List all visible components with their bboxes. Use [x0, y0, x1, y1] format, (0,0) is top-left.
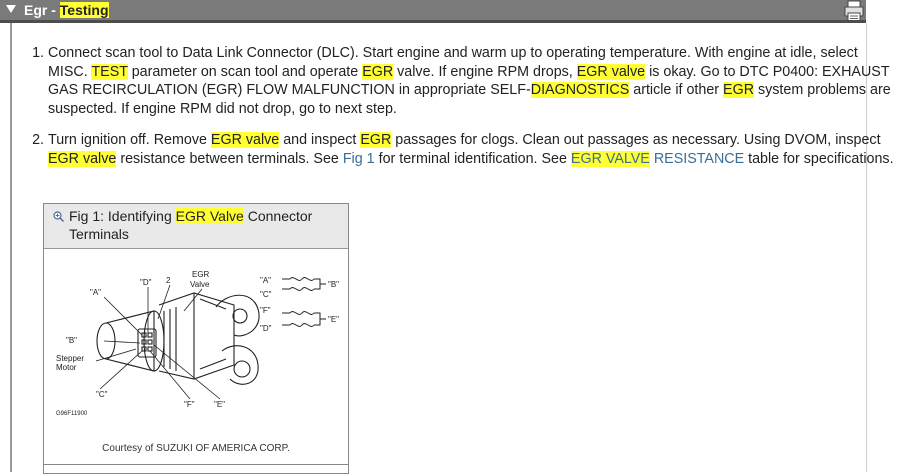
search-highlight: EGR [360, 132, 392, 148]
label-b: "B" [66, 336, 77, 345]
step-1: Connect scan tool to Data Link Connector… [48, 44, 898, 118]
step-text: for terminal identification. See [374, 150, 571, 167]
schem-label-a: "A" [260, 276, 271, 285]
figure-courtesy: Courtesy of SUZUKI OF AMERICA CORP. [102, 443, 290, 454]
caption-text: Connector Terminals [69, 208, 313, 242]
collapse-triangle-icon[interactable] [6, 5, 16, 13]
search-highlight: EGR valve [48, 150, 117, 167]
printer-icon[interactable] [843, 0, 865, 22]
right-border [866, 23, 867, 472]
step-text: Turn ignition off. Remove [48, 132, 211, 148]
step-text: Connect scan tool to Data Link Connector… [48, 45, 858, 80]
coil-schematic [282, 277, 326, 327]
egr-valve-diagram: "A" "D" 2 EGR Valve "B" Stepper Motor "C… [56, 270, 339, 417]
schem-label-e: "E" [328, 315, 339, 324]
search-highlight: EGR [362, 63, 394, 80]
label-f: "F" [184, 400, 195, 409]
label-a: "A" [90, 288, 101, 297]
figure-1: Fig 1: Identifying EGR Valve Connector T… [43, 203, 349, 474]
label-egr: EGR [192, 270, 210, 279]
step-text: and inspect [279, 132, 361, 148]
left-border [10, 23, 12, 472]
schem-label-f: "F" [260, 306, 271, 315]
egr-valve-resistance-link[interactable]: RESISTANCE [649, 150, 745, 167]
fig-1-link[interactable]: Fig 1 [342, 150, 375, 167]
steps-list: Connect scan tool to Data Link Connector… [20, 44, 898, 181]
figure-header[interactable]: Fig 1: Identifying EGR Valve Connector T… [44, 204, 348, 249]
step-text: article if other [629, 82, 724, 98]
step-text: valve. If engine RPM drops, [393, 63, 577, 80]
step-text: system problems are suspected. If engine… [48, 82, 891, 117]
header-rule [0, 20, 866, 23]
zoom-icon[interactable] [53, 211, 65, 223]
search-highlight: EGR [723, 82, 755, 98]
search-highlight: EGR valve [576, 63, 646, 80]
label-motor: Motor [56, 363, 77, 372]
title-prefix: Egr [24, 2, 48, 18]
search-highlight: TEST [91, 63, 128, 80]
figure-caption: Fig 1: Identifying EGR Valve Connector T… [69, 207, 339, 243]
title-separator: - [47, 2, 60, 18]
label-d: "D" [140, 278, 152, 287]
search-highlight: DIAGNOSTICS [530, 82, 630, 98]
step-text: table for specifications. [744, 150, 894, 167]
schem-label-d: "D" [260, 324, 272, 333]
figure-code: G96F11900 [56, 411, 88, 417]
schem-label-c: "C" [260, 290, 272, 299]
label-valve: Valve [190, 280, 210, 289]
section-title: Egr - Testing [24, 2, 109, 18]
valve-drawing [96, 292, 260, 385]
leader-lines [95, 284, 221, 400]
search-highlight: EGR valve [210, 132, 280, 148]
step-text: passages for clogs. Clean out passages a… [391, 132, 881, 148]
label-stepper: Stepper [56, 354, 84, 363]
label-2: 2 [166, 276, 171, 285]
caption-text: Fig 1: Identifying [69, 208, 176, 224]
label-c: "C" [96, 390, 108, 399]
step-2: Turn ignition off. Remove EGR valve and … [48, 131, 898, 168]
title-highlight: Testing [59, 2, 109, 18]
search-highlight: EGR Valve [175, 208, 244, 224]
step-text: is okay. Go to DTC P0400: EXHAUST GAS RE… [48, 63, 890, 99]
egr-valve-resistance-link-highlight[interactable]: EGR VALVE [570, 150, 650, 167]
section-header[interactable]: Egr - Testing [0, 0, 866, 22]
figure-footer-rule [44, 464, 348, 465]
step-text: resistance between terminals. See [116, 150, 343, 167]
step-text: parameter on scan tool and operate [127, 63, 363, 80]
schem-label-b: "B" [328, 280, 339, 289]
label-e: "E" [214, 400, 225, 409]
